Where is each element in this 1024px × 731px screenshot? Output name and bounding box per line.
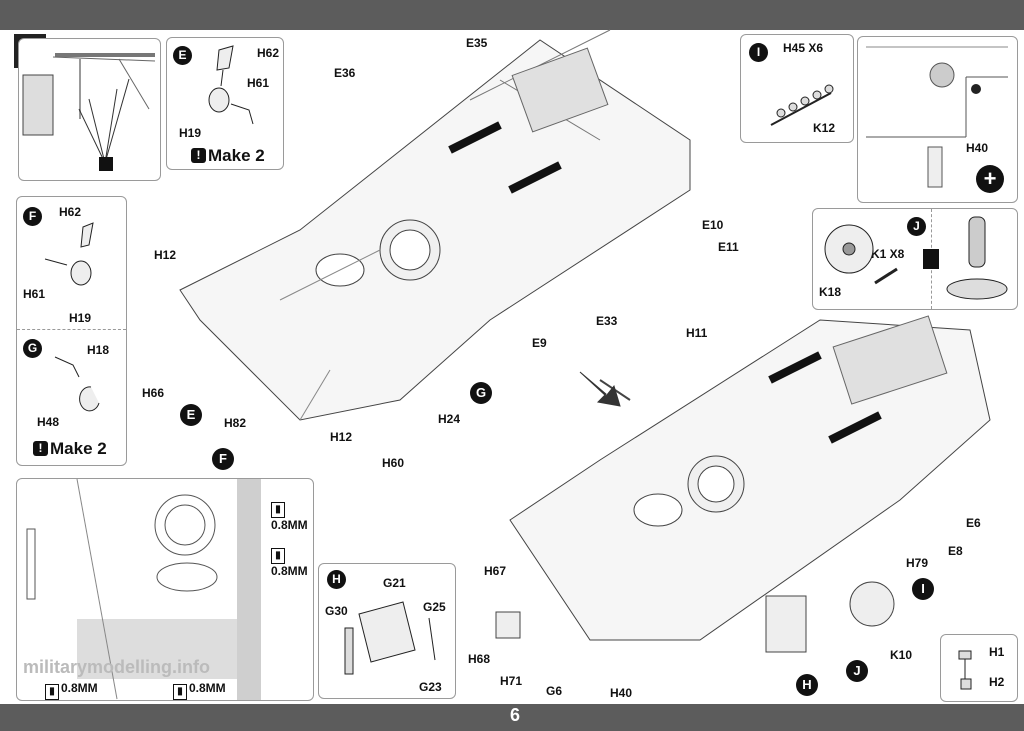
part-label: H40 <box>966 141 989 155</box>
part-label: E8 <box>948 544 963 558</box>
part-label: H61 <box>247 76 270 90</box>
badge-g: G <box>23 339 42 358</box>
subassembly-i-box: I H45 X6 K12 <box>740 34 854 143</box>
subassembly-h-box: H G21 G30 G25 G23 <box>318 563 456 699</box>
part-label: H18 <box>87 343 110 357</box>
drill-icon: ▮ <box>173 684 187 700</box>
part-label: H61 <box>23 287 46 301</box>
part-label: H62 <box>257 46 280 60</box>
drill-icon: ▮ <box>271 502 285 518</box>
part-label: H66 <box>142 386 165 400</box>
watermark: militarymodelling.info <box>23 657 211 677</box>
warning-icon: ! <box>33 441 48 456</box>
part-label: G6 <box>546 684 563 698</box>
badge-j: J <box>846 660 868 682</box>
shaded-panel <box>77 619 237 679</box>
subassembly-i-drawing <box>770 84 834 126</box>
part-label: E11 <box>718 240 739 254</box>
part-label: H11 <box>686 326 708 340</box>
part-label: H68 <box>468 652 491 666</box>
top-bar <box>0 0 1024 30</box>
badge-h: H <box>327 570 346 589</box>
shaded-panel <box>237 479 261 700</box>
part-label: H82 <box>224 416 247 430</box>
part-label: G30 <box>325 604 348 618</box>
part-label: H1 <box>989 645 1005 659</box>
part-label: H62 <box>59 205 82 219</box>
part-label: K12 <box>813 121 836 135</box>
part-label: E36 <box>334 66 356 80</box>
part-label: G25 <box>423 600 446 614</box>
subassembly-h-drawing <box>344 601 436 675</box>
part-label: H19 <box>69 311 92 325</box>
subassembly-fg-box: F H62 H61 H19 G H18 H48 !Make 2 <box>16 196 127 466</box>
badge-j: J <box>907 217 926 236</box>
part-label: E6 <box>966 516 981 530</box>
part-label: H24 <box>438 412 461 426</box>
part-label: H71 <box>500 674 523 688</box>
badge-h: H <box>796 674 818 696</box>
reference-box-topleft <box>18 38 161 181</box>
part-label: H19 <box>179 126 202 140</box>
part-label: K10 <box>890 648 913 662</box>
part-label: H79 <box>906 556 929 570</box>
page-number: 6 <box>509 705 520 725</box>
drill-drawing <box>26 478 218 700</box>
part-label: H2 <box>989 675 1005 689</box>
zoom-icon: + <box>976 165 1004 193</box>
part-label: E35 <box>466 36 488 50</box>
drill-size-label: ▮0.8MM <box>173 681 226 700</box>
part-label: H45 X6 <box>783 41 824 55</box>
drill-size-label: ▮0.8MM <box>271 502 308 532</box>
make-2-note: !Make 2 <box>33 439 107 459</box>
subassembly-e-box: E H62 H61 H19 !Make 2 <box>166 37 284 170</box>
bottom-bar <box>0 704 1024 731</box>
reference-drawing <box>22 53 156 171</box>
warning-icon: ! <box>191 148 206 163</box>
part-label: H60 <box>382 456 405 470</box>
h1-h2-box: H1 H2 <box>940 634 1018 702</box>
subassembly-fg-drawing <box>44 222 100 412</box>
part-label: E9 <box>532 336 547 350</box>
badge-f: F <box>212 448 234 470</box>
part-label: K1 X8 <box>871 247 905 261</box>
badge-f: F <box>23 207 42 226</box>
detail-h40-box: H40 + <box>857 36 1018 203</box>
part-label: K18 <box>819 285 842 299</box>
badge-g: G <box>470 382 492 404</box>
badge-i: I <box>749 43 768 62</box>
part-label: E10 <box>702 218 724 232</box>
part-label: H12 <box>330 430 353 444</box>
drill-icon: ▮ <box>45 684 59 700</box>
subassembly-j-box: J K1 X8 K18 <box>812 208 1018 310</box>
part-label: G21 <box>383 576 406 590</box>
h1-h2-drawing <box>958 650 972 690</box>
part-label: G23 <box>419 680 442 694</box>
drill-size-label: ▮0.8MM <box>271 548 308 578</box>
subassembly-e-drawing <box>208 45 254 125</box>
part-label: H12 <box>154 248 177 262</box>
subassembly-j-drawing <box>824 216 1008 300</box>
part-label: H48 <box>37 415 60 429</box>
part-label: H67 <box>484 564 507 578</box>
detail-h40-drawing <box>866 46 1008 188</box>
badge-i: I <box>912 578 934 600</box>
part-label: H40 <box>610 686 633 700</box>
divider <box>17 329 126 330</box>
drill-box: ▮0.8MM ▮0.8MM ▮0.8MM ▮0.8MM militarymode… <box>16 478 314 701</box>
drill-size-label: ▮0.8MM <box>45 681 98 700</box>
badge-e: E <box>180 404 202 426</box>
badge-e: E <box>173 46 192 65</box>
make-2-note: !Make 2 <box>191 146 265 166</box>
part-label: E33 <box>596 314 618 328</box>
